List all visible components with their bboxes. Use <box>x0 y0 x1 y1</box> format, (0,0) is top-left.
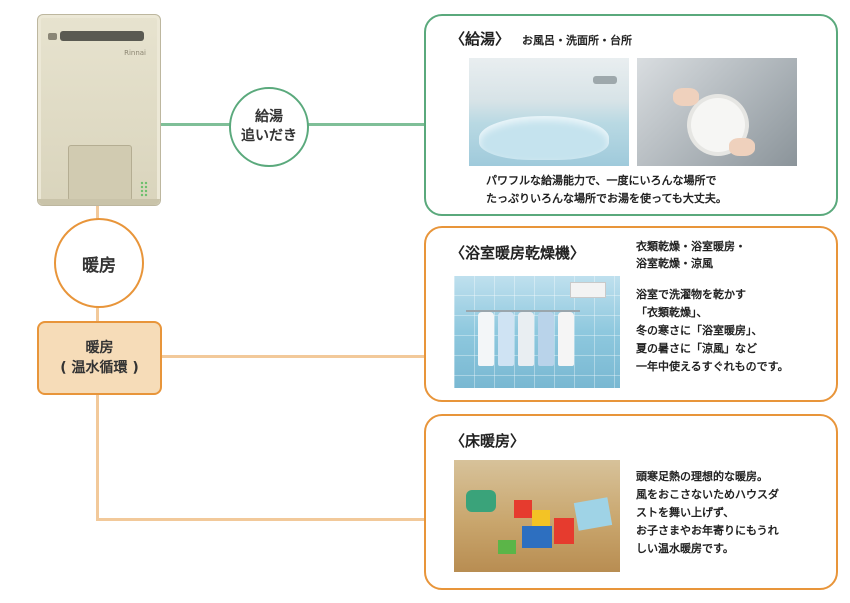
laundry-drying-photo <box>454 276 620 388</box>
heater-front-cover <box>68 145 132 201</box>
dishwashing-photo <box>637 58 797 166</box>
panel-yokushitsu-desc-line4: 夏の暑さに「涼風」など <box>636 342 757 355</box>
block <box>514 500 532 518</box>
panel-yuka-desc-line4: お子さまやお年寄りにもうれ <box>636 524 779 537</box>
heater-foot <box>38 199 160 205</box>
shirt <box>538 312 554 366</box>
shirt <box>558 312 574 366</box>
node-danbo-label: 暖房 <box>82 255 116 276</box>
heater-brand: Rinnai <box>124 49 146 57</box>
panel-yuka-desc-line3: ストを舞い上げず、 <box>636 506 735 519</box>
dryer-unit <box>570 282 606 298</box>
panel-yuka: 〈床暖房〉 頭寒足熱の理想的な暖房。 風をおこさないためハウスダ ストを舞い上げ… <box>424 414 838 590</box>
panel-yuka-desc: 頭寒足熱の理想的な暖房。 風をおこさないためハウスダ ストを舞い上げず、 お子さ… <box>636 468 779 558</box>
panel-yokushitsu-title: 〈浴室暖房乾燥機〉 <box>450 244 586 262</box>
panel-kyuto: 〈給湯〉 お風呂・洗面所・台所 パワフルな給湯能力で、一度にいろんな場所で たっ… <box>424 14 838 216</box>
node-danbo: 暖房 <box>54 218 144 308</box>
water-heater-unit: Rinnai <box>37 14 161 206</box>
connector-to-yokushitsu <box>158 355 425 358</box>
panel-kyuto-desc: パワフルな給湯能力で、一度にいろんな場所で たっぷりいろんな場所でお湯を使っても… <box>486 172 727 208</box>
panel-yokushitsu: 〈浴室暖房乾燥機〉 衣類乾燥・浴室暖房・ 浴室乾燥・涼風 浴室で洗濯物を乾かす … <box>424 226 838 402</box>
panel-yuka-desc-line5: しい温水暖房です。 <box>636 542 734 555</box>
heater-indicator <box>48 33 57 40</box>
panel-kyuto-desc-line2: たっぷりいろんな場所でお湯を使っても大丈夫。 <box>486 192 727 205</box>
block <box>498 540 516 554</box>
heater-top-panel <box>60 31 144 41</box>
shirt <box>518 312 534 366</box>
panel-yokushitsu-desc-line2: 「衣類乾燥」、 <box>636 306 708 319</box>
shirt <box>498 312 514 366</box>
block <box>554 518 574 544</box>
panel-yokushitsu-subtitle-line1: 衣類乾燥・浴室暖房・ <box>636 240 746 253</box>
panel-yokushitsu-desc-line3: 冬の寒さに「浴室暖房」、 <box>636 324 763 337</box>
panel-yuka-desc-line1: 頭寒足熱の理想的な暖房。 <box>636 470 768 483</box>
panel-yokushitsu-subtitle: 衣類乾燥・浴室暖房・ 浴室乾燥・涼風 <box>636 238 746 272</box>
bathtub-photo <box>469 58 629 166</box>
panel-kyuto-desc-line1: パワフルな給湯能力で、一度にいろんな場所で <box>486 174 717 187</box>
panel-yokushitsu-subtitle-line2: 浴室乾燥・涼風 <box>636 257 713 270</box>
node-kyuto-line1: 給湯 <box>255 109 283 125</box>
panel-yuka-title: 〈床暖房〉 <box>450 432 526 450</box>
node-kyuto-oidaki: 給湯 追いだき <box>229 87 309 167</box>
shirt <box>478 312 494 366</box>
node-danbo-onsui-line1: 暖房 <box>85 340 114 356</box>
heater-led-indicators <box>140 181 148 197</box>
block <box>522 526 552 548</box>
block <box>532 510 550 528</box>
hanging-rail <box>466 310 580 312</box>
connector-to-yuka <box>96 518 425 521</box>
node-danbo-onsui: 暖房 ( 温水循環 ) <box>37 321 162 395</box>
panel-yokushitsu-desc: 浴室で洗濯物を乾かす 「衣類乾燥」、 冬の寒さに「浴室暖房」、 夏の暑さに「涼風… <box>636 286 789 376</box>
node-danbo-onsui-line2: ( 温水循環 ) <box>60 360 139 376</box>
panel-yokushitsu-desc-line5: 一年中使えるすぐれものです。 <box>636 360 789 373</box>
node-kyuto-line2: 追いだき <box>241 128 297 144</box>
panel-yokushitsu-desc-line1: 浴室で洗濯物を乾かす <box>636 288 746 301</box>
panel-kyuto-title: 〈給湯〉 <box>450 30 511 48</box>
panel-yuka-desc-line2: 風をおこさないためハウスダ <box>636 488 779 501</box>
panel-kyuto-subtitle: お風呂・洗面所・台所 <box>522 34 632 47</box>
picture-book <box>573 497 613 531</box>
toy-blocks-photo <box>454 460 620 572</box>
toy-car <box>466 490 496 512</box>
